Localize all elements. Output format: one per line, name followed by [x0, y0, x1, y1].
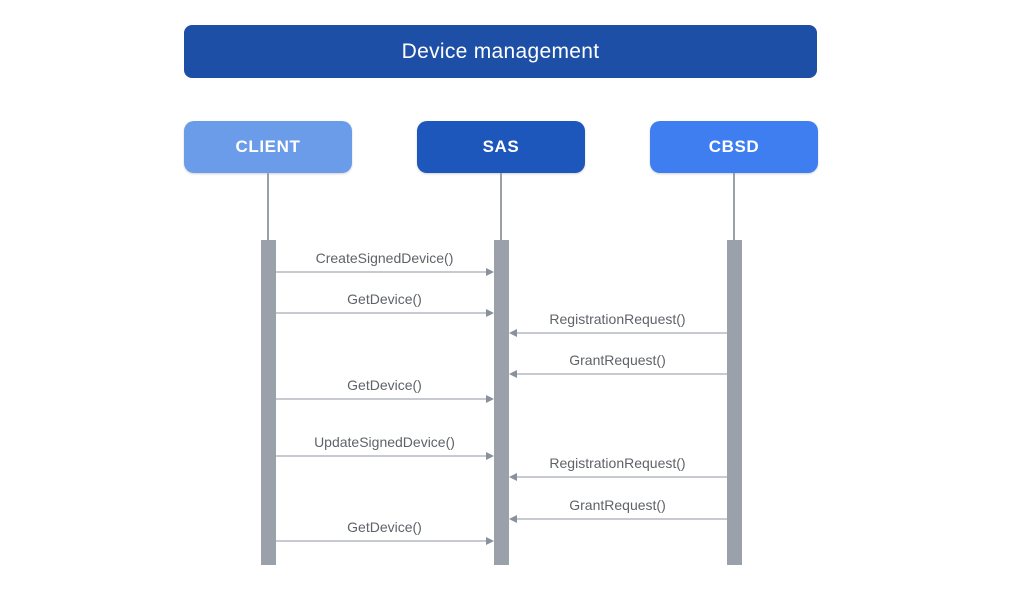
- actor-box-client: CLIENT: [184, 121, 352, 173]
- lifeline-sas: [500, 173, 502, 240]
- actor-label: SAS: [482, 137, 520, 156]
- activation-bar-client: [260, 240, 276, 565]
- actor-label: CLIENT: [235, 137, 301, 156]
- lifeline-cbsd: [733, 173, 735, 240]
- message-arrow-line: [515, 373, 727, 375]
- actor-label: CBSD: [708, 137, 760, 156]
- activation-bar-sas: [493, 240, 509, 565]
- arrowhead-right-icon: [485, 268, 494, 276]
- message-label: GrantRequest(): [569, 352, 666, 368]
- actor-box-sas: SAS: [417, 121, 585, 173]
- message-arrow-line: [275, 398, 487, 400]
- diagram-title: Device management: [184, 25, 817, 78]
- arrowhead-right-icon: [485, 452, 494, 460]
- arrowhead-left-icon: [508, 370, 517, 378]
- arrowhead-right-icon: [485, 537, 494, 545]
- lifeline-client: [267, 173, 269, 240]
- message-label: CreateSignedDevice(): [315, 250, 454, 266]
- arrowhead-right-icon: [485, 309, 494, 317]
- message-label: GetDevice(): [347, 519, 422, 535]
- message-label: GetDevice(): [347, 291, 422, 307]
- message-arrow-line: [275, 455, 487, 457]
- arrowhead-left-icon: [508, 515, 517, 523]
- message-label: GrantRequest(): [569, 497, 666, 513]
- message-arrow-line: [275, 540, 487, 542]
- message-label: RegistrationRequest(): [549, 311, 686, 327]
- message-label: RegistrationRequest(): [549, 455, 686, 471]
- arrowhead-right-icon: [485, 395, 494, 403]
- message-arrow-line: [275, 312, 487, 314]
- actor-box-cbsd: CBSD: [650, 121, 818, 173]
- message-arrow-line: [515, 332, 727, 334]
- message-label: GetDevice(): [347, 377, 422, 393]
- message-arrow-line: [275, 271, 487, 273]
- arrowhead-left-icon: [508, 329, 517, 337]
- message-arrow-line: [515, 476, 727, 478]
- message-label: UpdateSignedDevice(): [314, 434, 455, 450]
- arrowhead-left-icon: [508, 473, 517, 481]
- activation-bar-cbsd: [726, 240, 742, 565]
- message-arrow-line: [515, 518, 727, 520]
